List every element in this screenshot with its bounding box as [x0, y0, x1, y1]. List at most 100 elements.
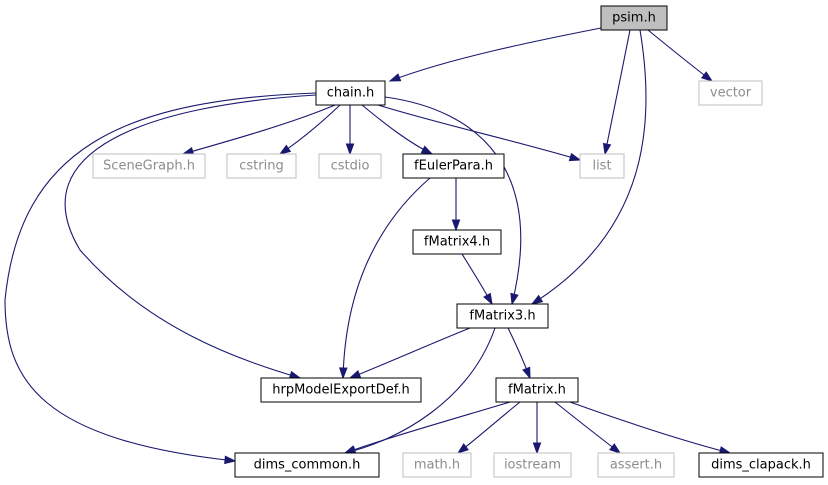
- node-dimscommon[interactable]: dims_common.h: [234, 452, 380, 478]
- node-fmatrix3[interactable]: fMatrix3.h: [456, 303, 549, 329]
- edge-arrowhead: [388, 73, 402, 82]
- edge-line: [554, 401, 621, 454]
- edge-chain-to-cstdio: [345, 105, 355, 156]
- edge-psim-to-list: [602, 29, 631, 156]
- node-feulerpara[interactable]: fEulerPara.h: [402, 153, 505, 179]
- node-cstdio: cstdio: [318, 153, 382, 179]
- edge-line: [377, 104, 581, 161]
- edge-line: [604, 29, 631, 155]
- edge-line: [279, 104, 341, 155]
- node-label: SceneGraph.h: [103, 159, 195, 174]
- node-label: fEulerPara.h: [414, 159, 493, 174]
- edges-layer: [4, 27, 732, 465]
- node-label: fMatrix3.h: [469, 309, 535, 324]
- node-label: dims_common.h: [254, 458, 361, 473]
- edge-arrowhead: [700, 71, 714, 82]
- edge-chain-to-dimscommon: [4, 92, 317, 465]
- node-vector: vector: [698, 80, 763, 106]
- edge-fmatrix-to-assert: [554, 401, 622, 454]
- edge-arrowhead: [522, 366, 531, 380]
- node-box: [456, 303, 549, 329]
- edge-arrowhead: [451, 219, 461, 232]
- edge-line: [344, 327, 496, 454]
- node-fmatrix[interactable]: fMatrix.h: [495, 377, 579, 403]
- node-box: [600, 5, 668, 31]
- edge-arrowhead: [609, 443, 622, 454]
- edge-line: [4, 92, 317, 462]
- edge-arrowhead: [278, 144, 292, 155]
- edge-arrowhead: [343, 445, 357, 454]
- node-fmatrix4[interactable]: fMatrix4.h: [412, 229, 502, 255]
- edge-line: [531, 29, 647, 305]
- edge-line: [389, 27, 602, 82]
- node-box: [698, 452, 824, 478]
- edge-chain-to-cstring: [278, 104, 341, 155]
- edge-line: [182, 104, 336, 155]
- edge-fmatrix-to-math: [456, 401, 521, 454]
- node-label: chain.h: [327, 86, 375, 101]
- node-label: math.h: [414, 458, 460, 473]
- edge-feulerpara-to-hrpmodel: [339, 177, 431, 380]
- node-hrpmodel[interactable]: hrpModelExportDef.h: [260, 377, 422, 403]
- node-chain[interactable]: chain.h: [315, 80, 386, 106]
- edge-arrowhead: [224, 455, 237, 465]
- node-label: vector: [710, 86, 752, 101]
- node-box: [495, 377, 579, 403]
- edge-arrowhead: [510, 292, 519, 306]
- node-label: fMatrix.h: [508, 383, 566, 398]
- node-box: [318, 153, 382, 179]
- node-box: [412, 229, 502, 255]
- node-box: [92, 153, 206, 179]
- node-label: fMatrix4.h: [424, 235, 490, 250]
- edge-arrowhead: [339, 367, 348, 380]
- edge-arrowhead: [568, 152, 582, 162]
- edge-arrowhead: [530, 294, 544, 305]
- node-math: math.h: [402, 452, 472, 478]
- node-label: dims_clapack.h: [711, 458, 811, 473]
- edge-line: [457, 401, 521, 454]
- node-box: [597, 452, 675, 478]
- node-box: [234, 452, 380, 478]
- node-box: [315, 80, 386, 106]
- edge-line: [64, 94, 317, 379]
- node-box: [226, 153, 297, 179]
- node-label: iostream: [504, 458, 561, 473]
- edge-line: [569, 401, 731, 454]
- node-psim[interactable]: psim.h: [600, 5, 668, 31]
- edge-psim-to-fmatrix3: [530, 29, 647, 305]
- edge-line: [384, 96, 522, 305]
- edge-psim-to-chain: [388, 27, 602, 82]
- edge-fmatrix3-to-hrpmodel: [348, 327, 471, 379]
- edge-feulerpara-to-fmatrix4: [451, 178, 461, 232]
- edge-chain-to-list: [377, 104, 582, 162]
- node-box: [698, 80, 763, 106]
- edge-arrowhead: [348, 370, 362, 379]
- node-label: cstring: [239, 159, 283, 174]
- node-iostream: iostream: [493, 452, 572, 478]
- edge-line: [349, 327, 471, 379]
- edge-arrowhead: [345, 143, 355, 156]
- edge-chain-to-feulerpara: [361, 104, 434, 155]
- node-scenegraph: SceneGraph.h: [92, 153, 206, 179]
- node-label: assert.h: [610, 458, 662, 473]
- node-box: [402, 153, 505, 179]
- node-cstring: cstring: [226, 153, 297, 179]
- node-box: [579, 153, 625, 179]
- node-box: [493, 452, 572, 478]
- edge-arrowhead: [483, 292, 493, 306]
- node-assert: assert.h: [597, 452, 675, 478]
- edge-arrowhead: [532, 442, 542, 455]
- edge-line: [647, 29, 713, 82]
- node-dimsclapack[interactable]: dims_clapack.h: [698, 452, 824, 478]
- edge-line: [361, 104, 433, 155]
- edge-fmatrix4-to-fmatrix3: [461, 253, 493, 306]
- edge-fmatrix-to-dimsclapack: [569, 401, 732, 455]
- node-label: cstdio: [331, 159, 370, 174]
- node-box: [260, 377, 422, 403]
- node-label: hrpModelExportDef.h: [272, 383, 409, 398]
- edge-fmatrix-to-iostream: [532, 402, 542, 455]
- node-list: list: [579, 153, 625, 179]
- edge-psim-to-vector: [647, 29, 714, 82]
